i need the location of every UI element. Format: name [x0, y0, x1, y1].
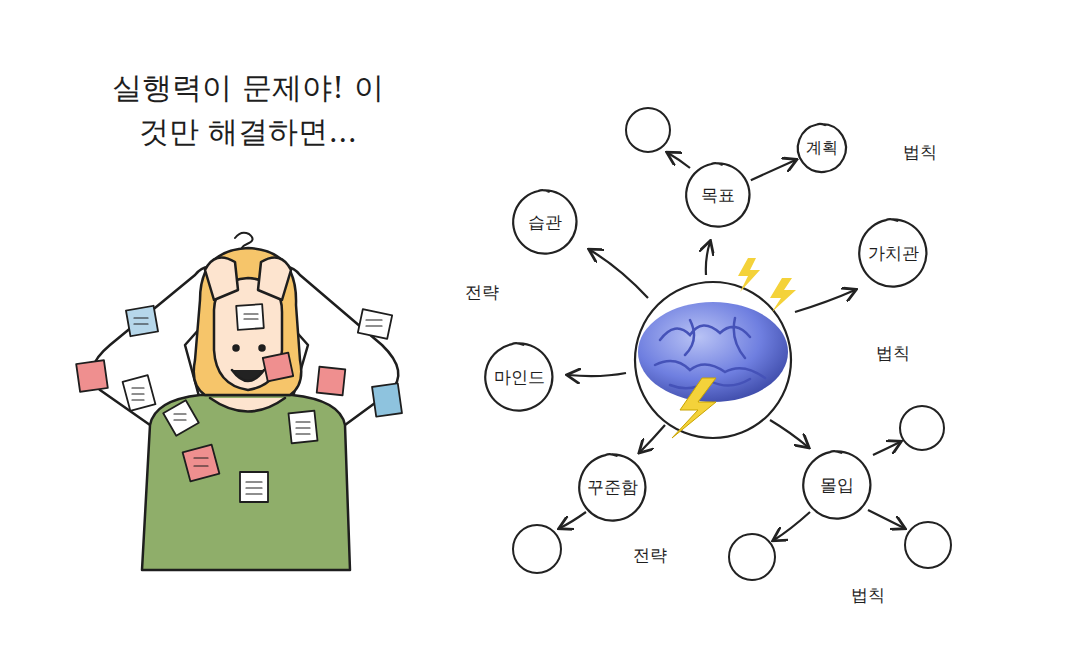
keyword-label: 법칙 [876, 342, 910, 365]
keyword-label: 전략 [465, 281, 499, 304]
node-label: 몰입 [820, 474, 854, 497]
mind-map-node: 목표 [685, 162, 751, 228]
mind-map-node: 계획 [797, 123, 847, 173]
node-label: 마인드 [494, 366, 545, 389]
keyword-label: 법칙 [903, 141, 937, 164]
mind-map-node: 습관 [512, 189, 578, 255]
branch-arrow [560, 153, 904, 540]
keyword-label: 전략 [633, 544, 667, 567]
connector-arrow [751, 160, 796, 180]
mind-map-node: 꾸준함 [578, 453, 647, 522]
empty-circle [513, 108, 951, 580]
node-label: 가치관 [868, 242, 919, 265]
mind-map-node: 마인드 [484, 342, 554, 412]
node-label: 꾸준함 [587, 476, 638, 499]
keyword-label: 법칙 [851, 584, 885, 607]
person-figure [76, 233, 402, 570]
node-label: 목표 [701, 184, 735, 207]
title: 실행력이 문제야! 이것만 해결하면... [98, 66, 398, 154]
mind-map-node: 몰입 [802, 450, 872, 520]
brain-icon [635, 258, 796, 438]
node-label: 습관 [528, 211, 562, 234]
node-label: 계획 [806, 138, 838, 159]
mind-map-node: 가치관 [858, 218, 928, 288]
